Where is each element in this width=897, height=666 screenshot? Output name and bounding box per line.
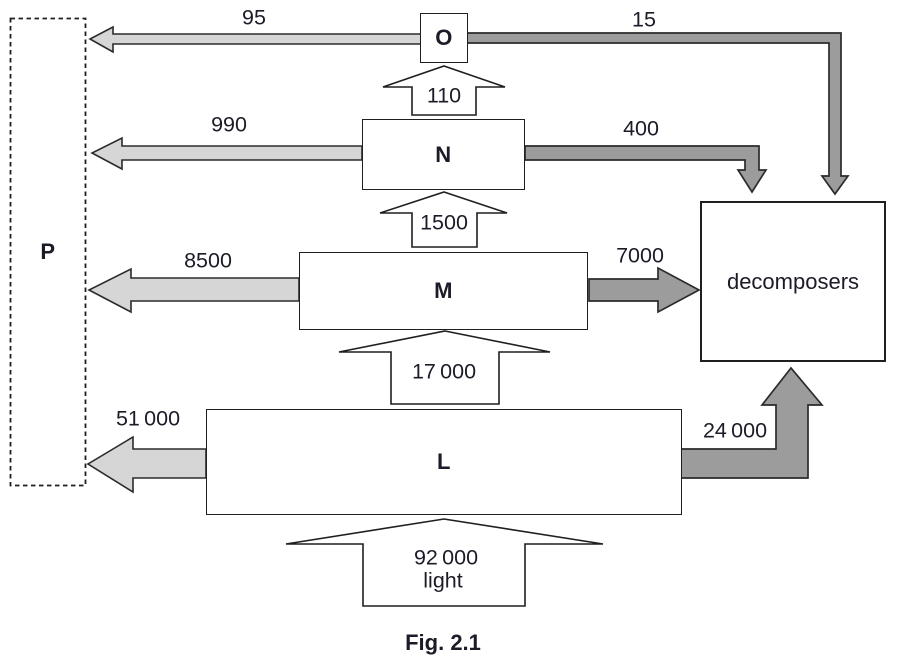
figure-caption: Fig. 2.1 <box>405 630 481 655</box>
box-m: M <box>299 252 588 330</box>
flow-arrow-light-to-l <box>285 518 604 607</box>
box-o: O <box>420 13 468 63</box>
flow-arrow-m-to-decomposers <box>588 266 701 314</box>
flow-value-l-to-m: 17 000 <box>411 359 477 384</box>
flow-arrow-o-to-decomposers <box>466 32 850 196</box>
flow-label-light: light <box>423 568 463 593</box>
box-m-label: M <box>434 278 453 303</box>
flow-arrow-n-to-o <box>382 65 506 116</box>
flow-value-n-to-o: 110 <box>426 83 462 108</box>
flow-arrow-l-to-decomposers <box>680 366 824 479</box>
box-l: L <box>206 409 682 515</box>
flow-arrow-n-to-decomposers <box>524 145 768 194</box>
box-p-dashed-outline <box>9 17 87 487</box>
flow-value-l-to-p: 51 000 <box>115 406 181 431</box>
flow-value-l-to-decomposers: 24 000 <box>702 418 768 443</box>
flow-value-o-to-decomposers: 15 <box>632 7 656 32</box>
flow-arrow-o-to-p <box>88 25 422 54</box>
flow-value-light-input: 92 000 <box>413 545 479 570</box>
box-decomposers-label: decomposers <box>726 268 860 294</box>
box-p-label: P <box>40 239 56 264</box>
flow-arrow-m-to-n <box>379 191 508 248</box>
box-n-label: N <box>435 141 452 167</box>
flow-arrow-m-to-p <box>87 267 300 314</box>
flow-arrow-l-to-m <box>338 330 551 405</box>
flow-value-m-to-decomposers: 7000 <box>616 243 664 268</box>
flow-value-m-to-p: 8500 <box>184 248 232 273</box>
flow-value-n-to-decomposers: 400 <box>623 116 659 141</box>
box-l-label: L <box>437 449 451 474</box>
box-o-label: O <box>435 25 453 50</box>
box-n: N <box>362 119 525 190</box>
flow-value-n-to-p: 990 <box>211 112 247 137</box>
flow-arrow-n-to-p <box>90 136 363 171</box>
box-p: P <box>10 18 86 486</box>
flow-value-o-to-p: 95 <box>242 5 266 30</box>
flow-value-m-to-n: 1500 <box>420 210 468 235</box>
flow-arrow-l-to-p <box>86 435 207 494</box>
box-decomposers: decomposers <box>700 201 886 362</box>
